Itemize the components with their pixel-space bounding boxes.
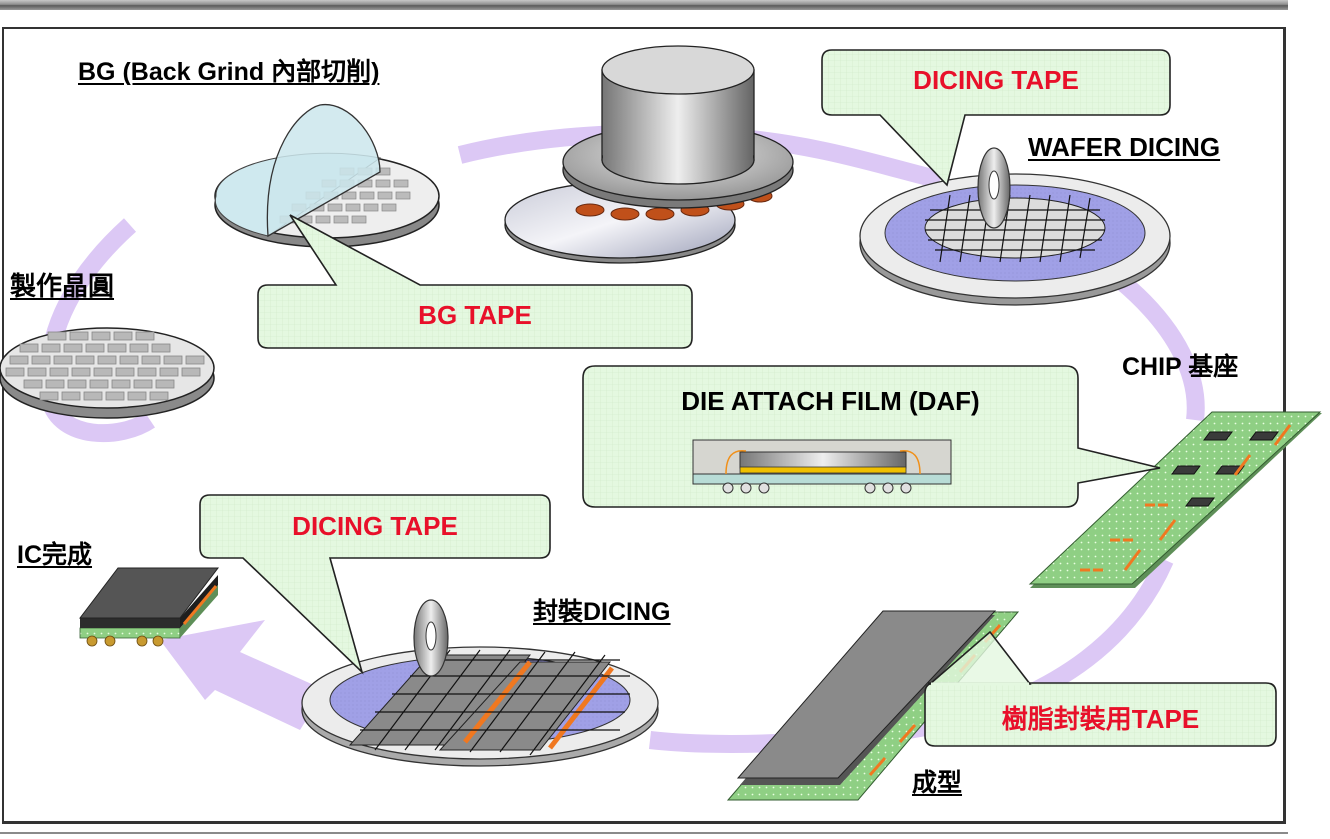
- label-wafer-fab: 製作晶圓: [10, 271, 115, 301]
- callout-text-dicing-tape-top: DICING TAPE: [913, 65, 1079, 95]
- wafer-dicing-wafer: [859, 147, 1171, 306]
- callout-bg-tape: [257, 214, 693, 349]
- grinder-machine: [504, 45, 794, 264]
- daf-package-crosssection: [692, 439, 952, 494]
- top-rule: [0, 0, 1288, 10]
- callout-text-resin-tape: 樹脂封裝用TAPE: [1001, 704, 1200, 734]
- callout-text-dicing-tape-bottom: DICING TAPE: [292, 511, 458, 541]
- molded-strip: [726, 610, 1020, 801]
- bottom-rule: [0, 832, 1288, 834]
- label-chip-substrate: CHIP 基座: [1122, 353, 1239, 381]
- callout-daf: [582, 365, 1161, 508]
- chip-substrate: [1028, 411, 1322, 588]
- label-ic-complete: IC完成: [17, 541, 93, 569]
- flow-arrowhead: [160, 620, 325, 730]
- label-back-grind: BG (Back Grind 內部切削): [78, 58, 380, 86]
- finished-ic: [78, 567, 220, 647]
- callout-dicing-tape-bottom: [199, 494, 551, 675]
- label-wafer-dicing: WAFER DICING: [1028, 132, 1221, 162]
- label-molding: 成型: [912, 769, 963, 797]
- back-grind-wafer: [214, 104, 440, 248]
- callout-resin-tape: [924, 630, 1277, 747]
- callout-text-daf: DIE ATTACH FILM (DAF): [681, 386, 980, 416]
- package-dicing-wafer: [301, 599, 659, 767]
- label-package-dicing: 封裝DICING: [533, 598, 671, 626]
- callout-text-bg-tape: BG TAPE: [418, 300, 532, 330]
- fabricated-wafer: [0, 327, 215, 419]
- callout-dicing-tape-top: [821, 49, 1171, 187]
